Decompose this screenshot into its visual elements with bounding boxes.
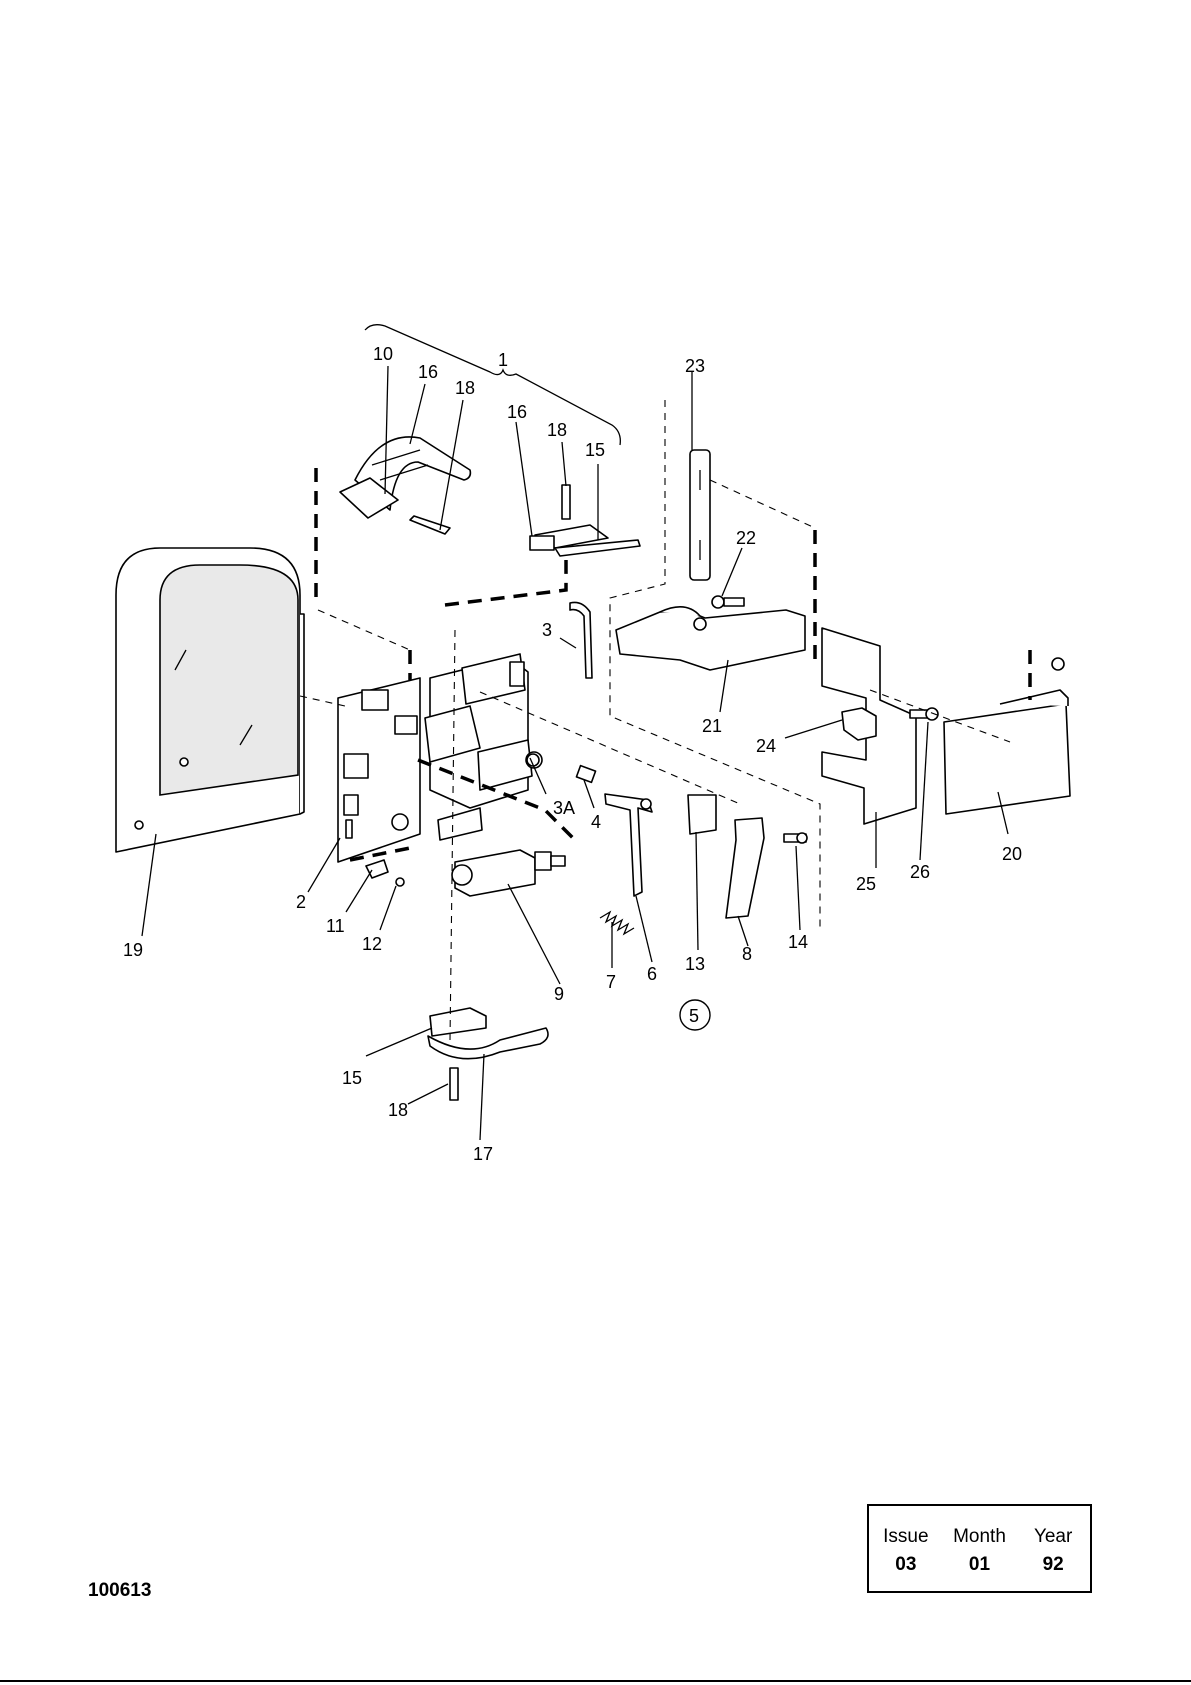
issue-labels-row: Issue Month Year — [869, 1526, 1090, 1548]
callout-3: 3 — [542, 620, 552, 640]
issue-label: Issue — [876, 1526, 936, 1548]
spring-clip — [842, 708, 876, 740]
small-bracket — [688, 795, 716, 834]
callout-24: 24 — [756, 736, 776, 756]
callout-18-lower: 18 — [388, 1100, 408, 1120]
callout-12: 12 — [362, 934, 382, 954]
callout-23: 23 — [685, 356, 705, 376]
shaft-screw — [712, 596, 744, 608]
callout-8: 8 — [742, 944, 752, 964]
shaft — [690, 450, 710, 580]
centerline-g — [318, 610, 410, 650]
callout-7: 7 — [606, 972, 616, 992]
spring — [600, 912, 634, 934]
month-value: 01 — [949, 1554, 1009, 1576]
assembly-bracket — [365, 325, 620, 445]
issue-value: 03 — [876, 1554, 936, 1576]
callout-25: 25 — [856, 874, 876, 894]
microswitch-bracket-upper — [530, 485, 640, 556]
callout-21: 21 — [702, 716, 722, 736]
callout-16-upper: 16 — [418, 362, 438, 382]
clip-and-screw — [366, 860, 404, 886]
callout-6: 6 — [647, 964, 657, 984]
screw — [784, 833, 807, 843]
callout-20: 20 — [1002, 844, 1022, 864]
callout-17: 17 — [473, 1144, 493, 1164]
callout-5: 5 — [689, 1006, 699, 1026]
callout-22: 22 — [736, 528, 756, 548]
bottom-rule — [0, 1680, 1191, 1682]
callout-11: 11 — [326, 916, 345, 936]
end-cover — [944, 658, 1070, 814]
callout-15-upper: 15 — [585, 440, 605, 460]
callout-1: 1 — [498, 350, 508, 370]
solenoid-housing — [425, 654, 542, 840]
year-label: Year — [1023, 1526, 1083, 1548]
centerline-e — [710, 480, 815, 528]
callout-19: 19 — [123, 940, 143, 960]
callout-15-lower: 15 — [342, 1068, 362, 1088]
callout-10: 10 — [373, 344, 393, 364]
mounting-plate — [338, 678, 420, 862]
callout-18-bracket: 18 — [547, 420, 567, 440]
callout-13: 13 — [685, 954, 705, 974]
latch-arm — [726, 818, 764, 918]
spacer-screws — [527, 754, 596, 782]
callout-14: 14 — [788, 932, 808, 952]
callout-9: 9 — [554, 984, 564, 1004]
callout-2: 2 — [296, 892, 306, 912]
cam-block — [616, 607, 805, 670]
issue-values-row: 03 01 92 — [869, 1554, 1090, 1576]
assembly-line-c — [445, 560, 566, 605]
month-label: Month — [949, 1526, 1009, 1548]
drawing-number: 100613 — [88, 1580, 151, 1602]
issue-box: Issue Month Year 03 01 92 — [867, 1504, 1092, 1593]
switch-cover-upper — [340, 437, 470, 534]
lever — [605, 794, 652, 896]
pin — [570, 602, 592, 678]
callout-18-upper: 18 — [455, 378, 475, 398]
callout-3a: 3A — [553, 798, 575, 818]
cover-panel — [116, 548, 304, 852]
year-value: 92 — [1023, 1554, 1083, 1576]
microswitch-bracket-lower — [428, 1008, 548, 1100]
callout-4: 4 — [591, 812, 601, 832]
callout-16-bracket: 16 — [507, 402, 527, 422]
callout-26: 26 — [910, 862, 930, 882]
solenoid — [452, 850, 565, 896]
